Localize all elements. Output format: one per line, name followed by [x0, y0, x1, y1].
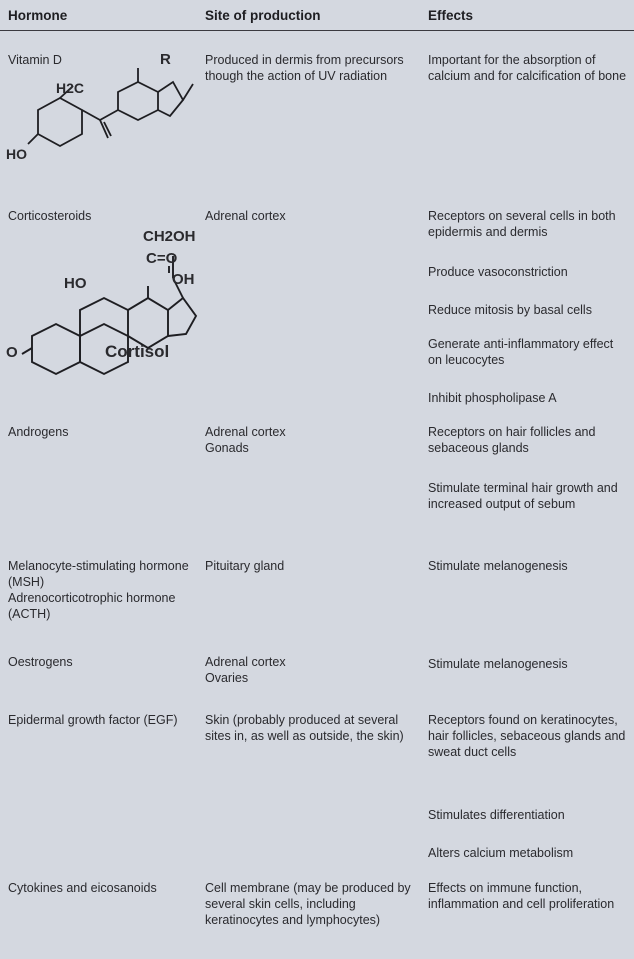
row-oestrogens-effect-1: Stimulate melanogenesis — [428, 657, 568, 671]
row-androgens-site: Adrenal cortex Gonads — [205, 425, 286, 455]
row-corticosteroids-effect-2: Produce vasoconstriction — [428, 265, 568, 279]
row-corticosteroids-effect-1: Receptors on several cells in both epide… — [428, 209, 616, 239]
cortisol-ch2oh: CH2OH — [143, 228, 196, 245]
header-site: Site of production — [205, 8, 321, 23]
row-egf-site: Skin (probably produced at several sites… — [205, 713, 404, 743]
row-androgens-effect-2: Stimulate terminal hair growth and incre… — [428, 481, 618, 511]
row-egf-hormone: Epidermal growth factor (EGF) — [8, 713, 178, 727]
row-vitamin-d-effect-1: Important for the absorption of calcium … — [428, 53, 627, 83]
row-msh-acth-effect-1: Stimulate melanogenesis — [428, 559, 568, 573]
header-effects: Effects — [428, 8, 474, 23]
row-cytokines-site: Cell membrane (may be produced by severa… — [205, 881, 411, 927]
vitamin-d-r-group: R — [160, 51, 171, 68]
cortisol-structure — [21, 256, 198, 376]
row-msh-acth-hormone: Melanocyte-stimulating hormone (MSH) Adr… — [8, 559, 189, 621]
header-hormone: Hormone — [8, 8, 68, 23]
row-cytokines-hormone: Cytokines and eicosanoids — [8, 881, 157, 895]
vitamin-d-h2c: H2C — [56, 80, 85, 96]
cortisol-o: O — [6, 344, 18, 361]
row-vitamin-d-hormone: Vitamin D — [8, 53, 62, 67]
row-oestrogens-hormone: Oestrogens — [8, 655, 73, 669]
cortisol-label: Cortisol — [105, 342, 170, 361]
row-oestrogens-site: Adrenal cortex Ovaries — [205, 655, 286, 685]
row-cytokines-effect-1: Effects on immune function, inflammation… — [428, 881, 615, 911]
row-msh-acth-site: Pituitary gland — [205, 559, 285, 573]
row-corticosteroids-effect-5: Inhibit phospholipase A — [428, 391, 557, 405]
row-egf-effect-2: Stimulates differentiation — [428, 808, 565, 822]
row-corticosteroids-effect-3: Reduce mitosis by basal cells — [428, 303, 592, 317]
row-corticosteroids-hormone: Corticosteroids — [8, 209, 92, 223]
header-rule — [0, 30, 634, 31]
cortisol-ho: HO — [64, 275, 87, 292]
cortisol-carbonyl: C=O — [146, 250, 178, 267]
row-egf-effect-1: Receptors found on keratinocytes, hair f… — [428, 713, 626, 759]
row-vitamin-d-site: Produced in dermis from precursors thoug… — [205, 53, 404, 83]
vitamin-d-ho: HO — [6, 146, 27, 162]
row-androgens-effect-1: Receptors on hair follicles and sebaceou… — [428, 425, 596, 455]
row-androgens-hormone: Androgens — [8, 425, 69, 439]
row-egf-effect-3: Alters calcium metabolism — [428, 846, 574, 860]
row-corticosteroids-effect-4: Generate anti-inflammatory effect on leu… — [428, 337, 614, 367]
cortisol-oh: OH — [172, 271, 195, 288]
row-corticosteroids-site: Adrenal cortex — [205, 209, 286, 223]
vitamin-d-structure — [27, 68, 194, 148]
